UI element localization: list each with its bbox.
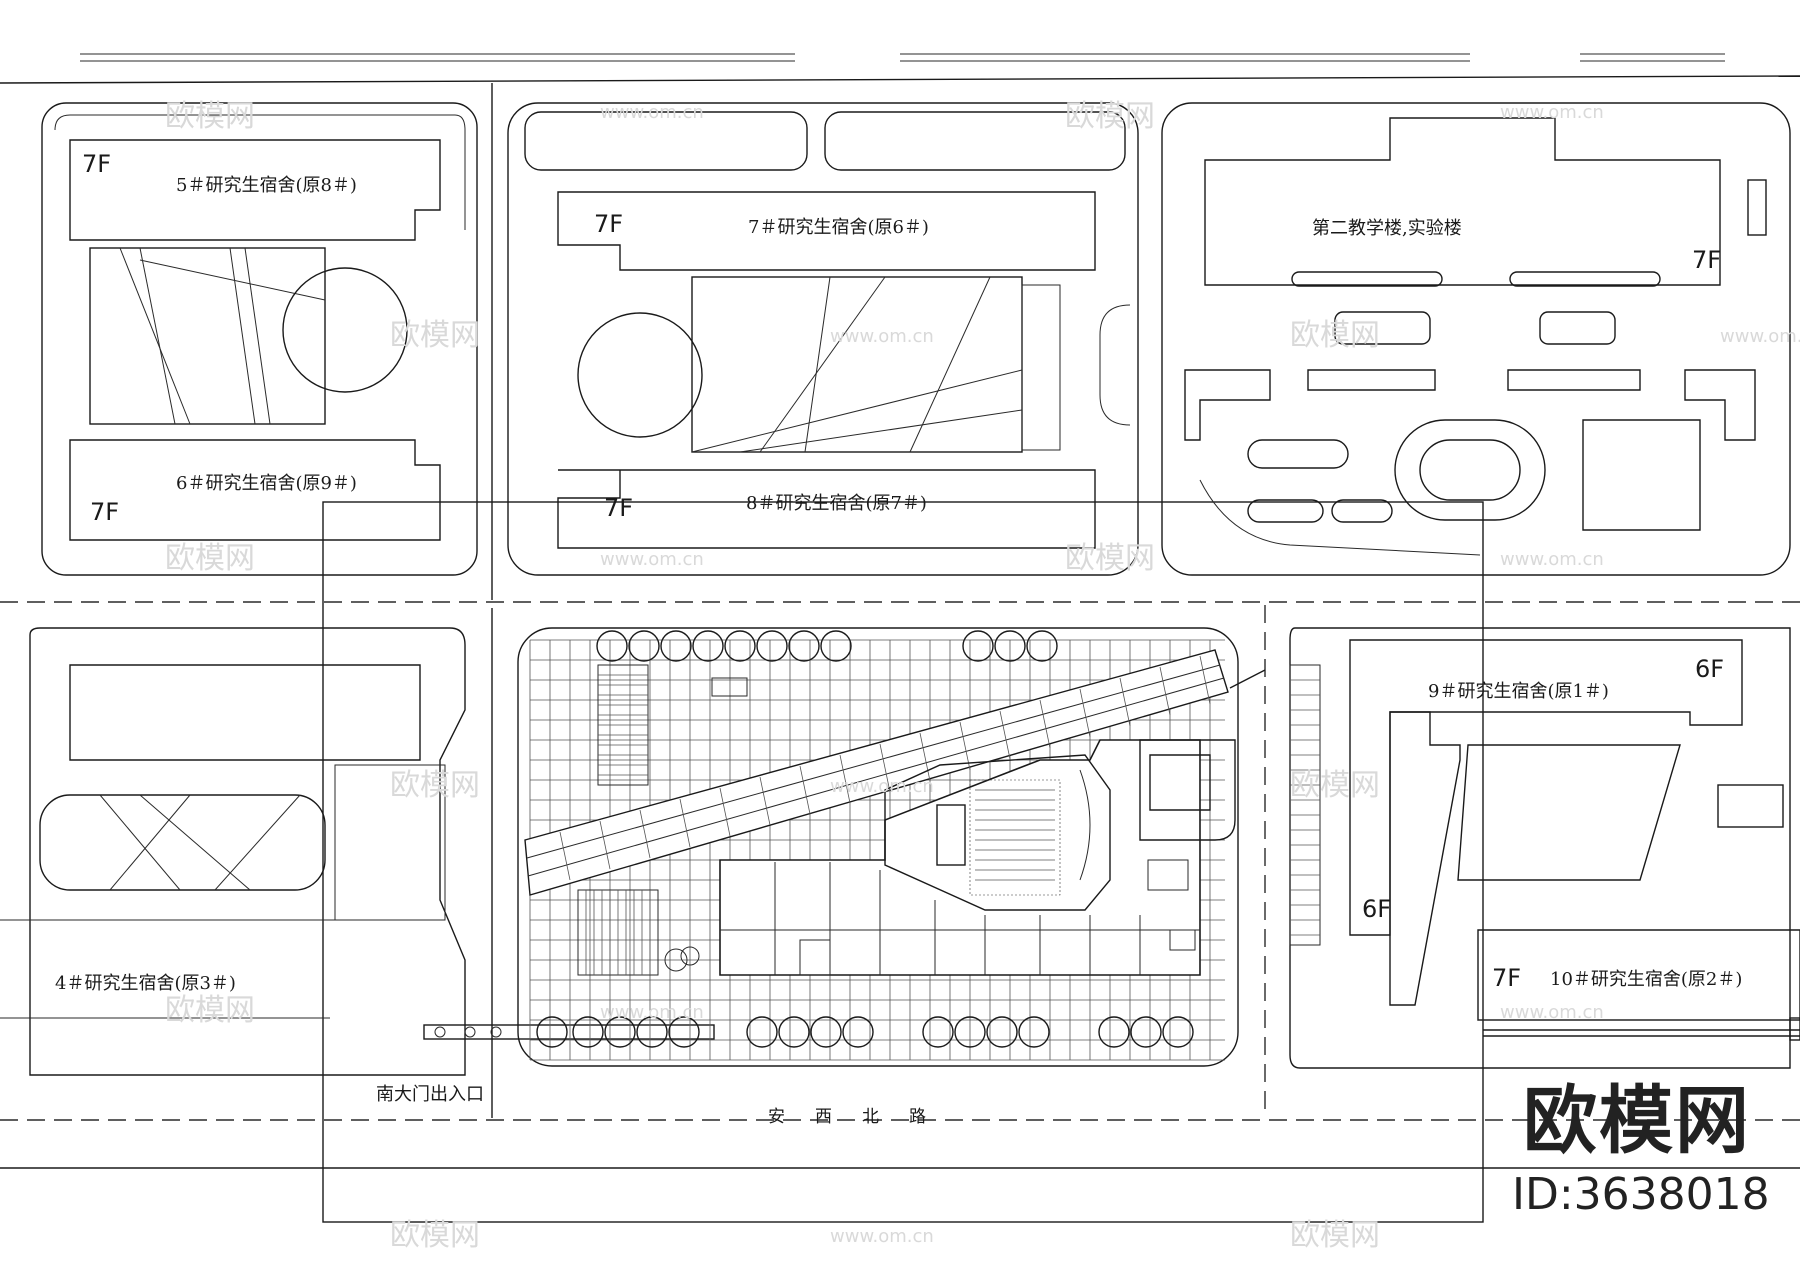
svg-text:www.om.cn: www.om.cn <box>1500 1002 1604 1023</box>
svg-text:www.om.cn: www.om.cn <box>600 1002 704 1023</box>
svg-text:欧模网: 欧模网 <box>1290 1218 1380 1253</box>
watermarks: 欧模网 www.om.cn 欧模网 www.om.cn 欧模网 www.om.c… <box>165 99 1800 1253</box>
svg-text:欧模网: 欧模网 <box>165 993 255 1028</box>
b7-name: 7＃研究生宿舍(原6＃) <box>748 217 929 238</box>
b4-name: 4＃研究生宿舍(原3＃) <box>55 973 236 994</box>
diagonal-walkway <box>524 649 1229 896</box>
b6-name: 6＃研究生宿舍(原9＃) <box>176 473 357 494</box>
brand-watermark: 欧模网 ID:3638018 <box>1512 1078 1770 1220</box>
b10-floors: 7F <box>1492 964 1521 992</box>
svg-text:欧模网: 欧模网 <box>165 541 255 576</box>
brand-logo: 欧模网 <box>1523 1078 1751 1164</box>
ramps <box>577 664 748 976</box>
building-labels: 7F 5＃研究生宿舍(原8＃) 6＃研究生宿舍(原9＃) 7F 7F 7＃研究生… <box>55 150 1742 1127</box>
dashed-boundaries <box>0 601 1800 1121</box>
svg-text:欧模网: 欧模网 <box>1290 768 1380 803</box>
road-char-2: 西 <box>815 1107 832 1127</box>
b8-floors: 7F <box>604 494 633 522</box>
svg-text:www.om.cn: www.om.cn <box>830 326 934 347</box>
main-building <box>719 739 1236 976</box>
top-road-lines <box>0 53 1800 1118</box>
b6-floors: 7F <box>90 498 119 526</box>
block-sw <box>0 627 715 1076</box>
svg-text:欧模网: 欧模网 <box>390 1218 480 1253</box>
svg-text:www.om.cn: www.om.cn <box>830 776 934 797</box>
road-char-1: 安 <box>768 1107 785 1127</box>
road-char-4: 路 <box>909 1107 926 1127</box>
svg-text:欧模网: 欧模网 <box>390 768 480 803</box>
auditorium-seats <box>969 779 1061 896</box>
block-ne <box>1161 102 1791 576</box>
svg-text:www.om.cn: www.om.cn <box>830 1226 934 1247</box>
main-site <box>517 627 1266 1067</box>
b9-floors-left: 6F <box>1362 895 1391 923</box>
block-nw <box>41 102 478 576</box>
b9-name: 9＃研究生宿舍(原1＃) <box>1428 681 1609 702</box>
svg-text:欧模网: 欧模网 <box>165 99 255 134</box>
teaching-floors: 7F <box>1692 246 1721 274</box>
svg-text:www.om.cn: www.om.cn <box>1500 549 1604 570</box>
svg-text:欧模网: 欧模网 <box>390 318 480 353</box>
block-se <box>1289 627 1800 1069</box>
b9-floors-top: 6F <box>1695 655 1724 683</box>
brand-id: ID:3638018 <box>1512 1169 1770 1220</box>
svg-text:欧模网: 欧模网 <box>1290 318 1380 353</box>
teaching-name: 第二教学楼,实验楼 <box>1312 218 1462 239</box>
b10-name: 10＃研究生宿舍(原2＃) <box>1550 969 1742 990</box>
stair-strip-n <box>1021 284 1061 451</box>
b7-floors: 7F <box>594 210 623 238</box>
block-n-center <box>507 102 1139 576</box>
tree-row-bottom <box>536 1016 1194 1048</box>
svg-text:欧模网: 欧模网 <box>1065 99 1155 134</box>
b8-name: 8＃研究生宿舍(原7＃) <box>746 493 927 514</box>
b5-name: 5＃研究生宿舍(原8＃) <box>176 175 357 196</box>
svg-text:欧模网: 欧模网 <box>1065 541 1155 576</box>
tree-row-top-left <box>596 630 1058 662</box>
svg-text:www.om.cn: www.om.cn <box>1720 326 1800 347</box>
bottom-road <box>0 501 1800 1223</box>
svg-text:www.om.cn: www.om.cn <box>1500 102 1604 123</box>
info-table <box>334 764 446 921</box>
entrance-label: 南大门出入口 <box>376 1084 484 1105</box>
svg-text:www.om.cn: www.om.cn <box>600 549 704 570</box>
road-char-3: 北 <box>862 1107 879 1127</box>
svg-text:www.om.cn: www.om.cn <box>600 102 704 123</box>
stair-strip-se <box>1289 664 1321 946</box>
b5-floors: 7F <box>82 150 111 178</box>
